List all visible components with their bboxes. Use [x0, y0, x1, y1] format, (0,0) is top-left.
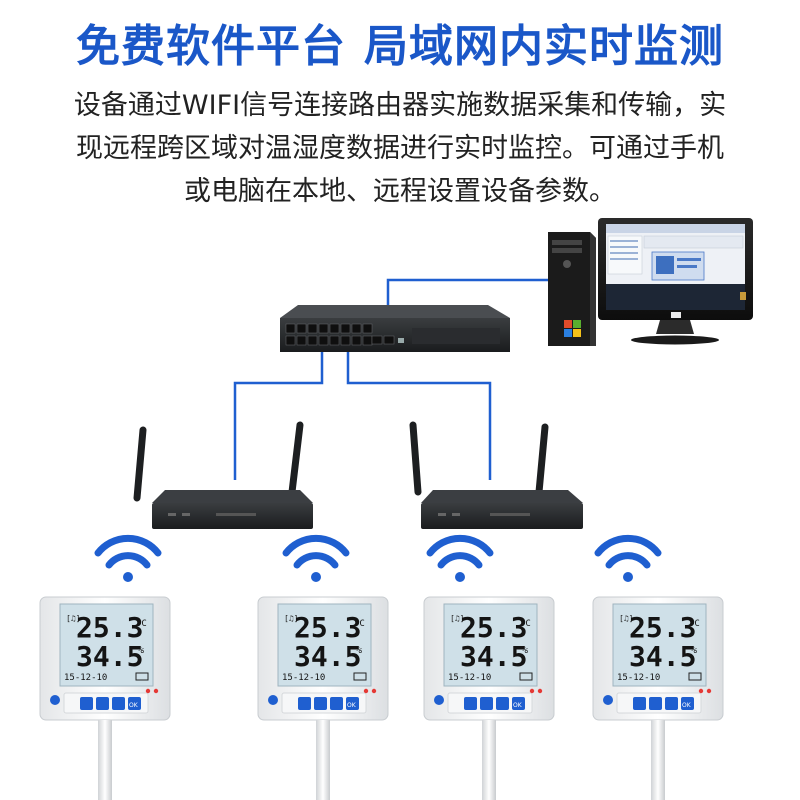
headline-part-2: 局域网内实时监测	[364, 21, 724, 72]
svg-text:[♫]: [♫]	[619, 614, 633, 623]
date-readout: 15-12-10	[64, 673, 107, 683]
svg-text:[♫]: [♫]	[66, 614, 80, 623]
headline: 免费软件平台局域网内实时监测	[0, 10, 800, 74]
network-switch-icon	[280, 305, 510, 352]
temperature-unit: °C	[136, 619, 147, 629]
ok-button-label: OK	[129, 702, 139, 709]
humidity-unit: %	[691, 645, 697, 656]
temperature-reading: 25.3	[460, 611, 527, 644]
svg-text:[♫]: [♫]	[284, 614, 298, 623]
description-line-3: 或电脑在本地、远程设置设备参数。	[184, 176, 616, 207]
description: 设备通过WIFI信号连接路由器实施数据采集和传输，实 现远程跨区域对温湿度数据进…	[40, 84, 760, 213]
ok-button-label: OK	[513, 702, 523, 709]
temperature-reading: 25.3	[294, 611, 361, 644]
desktop-computer-icon	[548, 232, 596, 346]
humidity-unit: %	[356, 645, 362, 656]
wifi-icon	[594, 534, 662, 582]
humidity-reading: 34.5	[629, 640, 696, 673]
description-line-1: 设备通过WIFI信号连接路由器实施数据采集和传输，实	[73, 90, 727, 121]
temperature-unit: °C	[520, 619, 531, 629]
humidity-reading: 34.5	[460, 640, 527, 673]
temperature-unit: °C	[689, 619, 700, 629]
headline-part-1: 免费软件平台	[76, 21, 346, 72]
temperature-unit: °C	[354, 619, 365, 629]
description-line-2: 现远程跨区域对温湿度数据进行实时监控。可通过手机	[76, 133, 724, 164]
wifi-icon	[94, 534, 162, 582]
monitor-icon	[598, 218, 753, 345]
temperature-reading: 25.3	[76, 611, 143, 644]
ok-button-label: OK	[347, 702, 357, 709]
date-readout: 15-12-10	[617, 673, 660, 683]
ok-button-label: OK	[682, 702, 692, 709]
date-readout: 15-12-10	[282, 673, 325, 683]
temperature-reading: 25.3	[629, 611, 696, 644]
humidity-reading: 34.5	[76, 640, 143, 673]
humidity-reading: 34.5	[294, 640, 361, 673]
wifi-router-icon	[409, 421, 583, 529]
humidity-unit: %	[522, 645, 528, 656]
humidity-unit: %	[138, 645, 144, 656]
wifi-router-icon	[133, 421, 313, 529]
wifi-icon	[282, 534, 350, 582]
wifi-icon	[426, 534, 494, 582]
temperature-humidity-sensor: [♫] 25.3 °C 34.5 % 15-12-10 OK	[39, 596, 171, 800]
date-readout: 15-12-10	[448, 673, 491, 683]
svg-text:[♫]: [♫]	[450, 614, 464, 623]
temperature-humidity-sensor: [♫] 25.3 °C 34.5 % 15-12-10 OK	[257, 596, 389, 800]
temperature-humidity-sensor: [♫] 25.3 °C 34.5 % 15-12-10 OK	[423, 596, 555, 800]
temperature-humidity-sensor: [♫] 25.3 °C 34.5 % 15-12-10 OK	[592, 596, 724, 800]
